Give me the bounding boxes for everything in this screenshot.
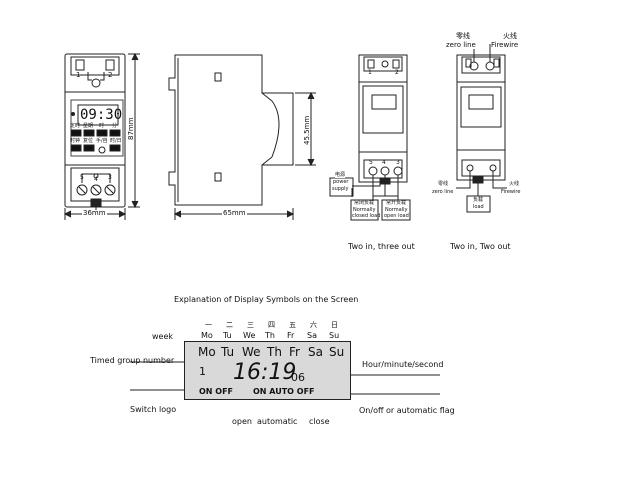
week-cn-label: 日 [331, 321, 338, 329]
caption-two-in-two-out: Two in, Two out [450, 242, 511, 251]
lcd-time: 16:19 [233, 360, 297, 385]
front-button-label: 分 [112, 123, 118, 129]
zero-line-label-en: zero line [446, 41, 476, 49]
zero-line-label-cn: 零线 [456, 32, 470, 40]
lcd-day: Tu [221, 345, 235, 359]
week-cn-label: 三 [247, 321, 254, 329]
zero-line-bottom-cn: 零线 [438, 181, 449, 187]
week-abbr-label: Fr [287, 331, 295, 340]
week-abbr-label: Mo [201, 331, 213, 340]
lcd-on-off: ON OFF [199, 387, 234, 396]
explanation-title: Explanation of Display Symbols on the Sc… [174, 295, 359, 304]
week-cn-label: 六 [310, 321, 317, 329]
front-button-label: 星期 [83, 123, 94, 129]
week-abbr-label: Su [329, 331, 340, 340]
closed-load-box [350, 199, 379, 221]
week-cn-label: 一 [205, 321, 212, 329]
dimension-87mm-label: 87mm [127, 117, 135, 140]
firewire-bottom-en: Firewire [501, 189, 521, 195]
wiring-two-out-device [456, 44, 507, 196]
front-button-label: 复位 [83, 138, 94, 144]
open-load-label-cn: 常开负载 [386, 200, 407, 206]
week-abbr-label: We [243, 331, 256, 340]
week-cn-label: 四 [268, 321, 275, 329]
label-onoff-flag: On/off or automatic flag [359, 406, 455, 415]
lcd-day: Mo [198, 345, 216, 359]
load-box [466, 195, 491, 213]
dimension-45-5mm-label: 45.5mm [303, 115, 311, 145]
week-abbr-label: Sa [307, 331, 317, 340]
label-hour-minute-second: Hour/minute/second [362, 360, 444, 369]
power-supply-label-en: supply [332, 186, 349, 192]
front-display-time: 09:30 [80, 107, 123, 123]
lcd-day: Fr [289, 345, 300, 359]
label-switch-logo: Switch logo [130, 405, 177, 414]
bottom-word-open: open [232, 417, 252, 426]
lcd-day: Su [329, 345, 345, 359]
closed-load-label-cn: 常闭负载 [354, 200, 375, 206]
wiring-three-out-device [351, 54, 408, 200]
front-button-label: 时 [99, 123, 105, 129]
closed-load-label-en: Normally [353, 207, 376, 213]
week-label: week [152, 332, 174, 341]
front-button-label: 时钟 [70, 138, 81, 144]
dimension-36mm-label: 36mm [82, 209, 107, 217]
lcd-mode: ON AUTO OFF [253, 387, 315, 396]
wiring-terminal-1: 1 [368, 69, 372, 76]
label-timed-group: Timed group number [90, 356, 175, 365]
firewire-label-en: Firewire [491, 41, 519, 49]
bottom-word-close: close [309, 417, 330, 426]
load-label-en: load [473, 204, 484, 210]
wiring-terminal-5: 5 [369, 159, 373, 166]
front-terminal-2: 2 [108, 71, 113, 79]
lcd-day: Sa [308, 345, 323, 359]
wiring-terminal-4: 4 [382, 159, 386, 166]
lcd-screen [184, 341, 351, 400]
zero-line-bottom-en: zero line [432, 189, 454, 195]
caption-two-in-three-out: Two in, three out [348, 242, 415, 251]
front-button-label: 手/自 [96, 138, 108, 144]
lcd-seconds: 06 [291, 371, 305, 384]
firewire-bottom-cn: 火线 [509, 181, 520, 187]
power-supply-box [329, 177, 354, 197]
power-supply-label-en: power [333, 179, 349, 185]
lcd-group-number: 1 [199, 365, 206, 378]
load-label-cn: 负载 [473, 197, 484, 203]
front-terminal-4: 4 [94, 176, 98, 183]
lcd-day: Th [267, 345, 282, 359]
open-load-box [381, 199, 411, 221]
open-load-label-en: Normally [385, 207, 408, 213]
dimension-87mm [128, 52, 140, 209]
open-load-label-en: open load [384, 213, 409, 219]
closed-load-label-en: closed load [352, 213, 381, 219]
dimension-65mm-label: 65mm [222, 209, 247, 217]
front-terminal-3: 3 [108, 174, 112, 181]
lcd-day: We [242, 345, 261, 359]
front-button-label: 时/日 [110, 138, 122, 144]
bottom-word-automatic: automatic [257, 417, 298, 426]
wiring-terminal-2: 2 [395, 69, 399, 76]
front-terminal-1: 1 [76, 71, 81, 79]
front-terminal-5: 5 [80, 174, 84, 181]
power-supply-label-cn: 电源 [335, 172, 346, 178]
week-abbr-label: Tu [223, 331, 232, 340]
week-cn-label: 五 [289, 321, 296, 329]
front-view-device [64, 53, 126, 211]
firewire-label-cn: 火线 [503, 32, 517, 40]
wiring-terminal-3: 3 [396, 159, 400, 166]
front-button-label: 定时 [70, 123, 81, 129]
week-cn-label: 二 [226, 321, 233, 329]
side-view-device [168, 54, 294, 206]
dimension-45-5mm [295, 91, 316, 167]
week-abbr-label: Th [265, 331, 275, 340]
